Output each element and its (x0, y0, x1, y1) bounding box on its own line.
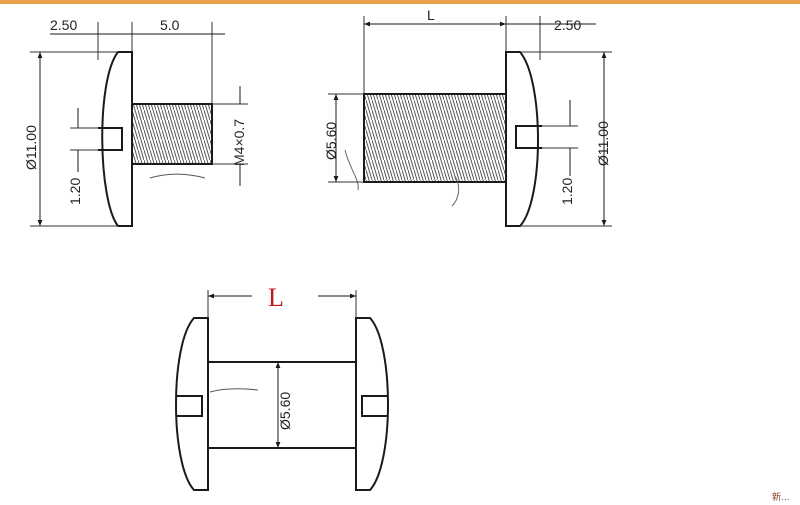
pencil-mark (451, 175, 460, 207)
assembly-right-slot (361, 395, 388, 417)
dim-head-thickness: 2.50 (50, 17, 77, 33)
dim-head-diameter: Ø11.00 (595, 121, 611, 166)
pencil-mark (344, 149, 359, 191)
dim-thread-length: 5.0 (160, 17, 180, 33)
dim-slot-width: 1.20 (559, 178, 575, 205)
top-accent-bar (0, 0, 800, 4)
dim-length: L (427, 7, 435, 23)
dim-slot-width: 1.20 (67, 178, 83, 205)
assembly-right-head (355, 317, 389, 491)
assembly-left-head (175, 317, 209, 491)
dim-barrel-diameter: Ø5.60 (323, 122, 339, 160)
assembly-view: L Ø5.60 (175, 283, 389, 491)
dim-thread-spec: M4×0.7 (231, 119, 247, 166)
post-barrel (363, 93, 507, 183)
screw-view: 2.50 5.0 Ø11.00 1.20 M4×0.7 (23, 17, 248, 227)
assembly-left-slot (176, 395, 203, 417)
dim-length-label: L (268, 283, 284, 312)
screw-head (101, 51, 133, 227)
pencil-mark (209, 388, 259, 393)
pencil-mark (149, 173, 206, 179)
dim-shank-diameter: Ø5.60 (277, 392, 293, 430)
post-head (505, 51, 539, 227)
dim-head-thickness: 2.50 (554, 17, 581, 33)
post-slot (515, 125, 542, 149)
screw-slot (98, 127, 123, 151)
dim-head-diameter: Ø11.00 (23, 125, 39, 170)
post-view: L 2.50 Ø5.60 1.20 Ø11.00 (323, 7, 612, 227)
corner-watermark: 新... (772, 491, 790, 503)
screw-thread (131, 103, 213, 165)
